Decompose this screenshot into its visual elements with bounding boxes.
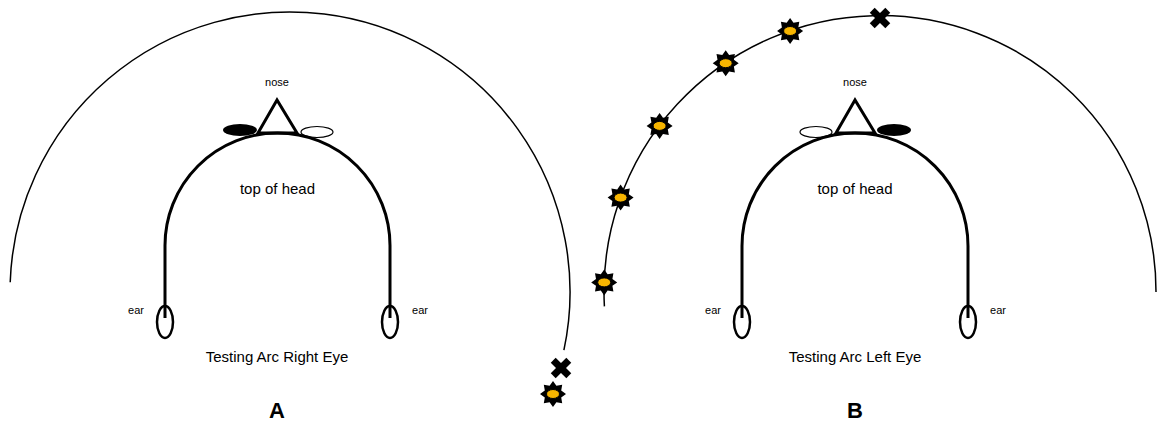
star-marker — [647, 113, 673, 139]
head-outline-path — [742, 133, 968, 318]
nose-label: nose — [843, 76, 867, 88]
panel-letter: A — [269, 399, 285, 423]
cross-marker — [870, 8, 891, 29]
covered-eye — [877, 124, 911, 136]
arc-caption: Testing Arc Left Eye — [789, 349, 922, 366]
head-label: top of head — [165, 180, 390, 197]
head-outline-path — [165, 133, 390, 318]
nose-label: nose — [265, 76, 289, 88]
cross-marker — [551, 358, 572, 379]
covered-eye — [223, 124, 257, 136]
nose-symbol — [258, 100, 297, 133]
head-shape — [165, 133, 390, 318]
star-marker — [777, 18, 803, 44]
head-outline: top of head — [742, 133, 968, 318]
testing-arc — [10, 12, 570, 350]
panel-letter: B — [847, 399, 863, 423]
head-label: top of head — [742, 180, 968, 197]
star-marker — [591, 269, 617, 295]
ear-label: ear — [128, 304, 144, 316]
head-shape — [742, 133, 968, 318]
testing-arc — [604, 16, 1156, 307]
ear-label: ear — [705, 304, 721, 316]
star-marker — [608, 185, 634, 211]
nose-symbol — [836, 100, 875, 133]
ear-label: ear — [990, 304, 1006, 316]
head-outline: top of head — [165, 133, 390, 318]
star-marker — [540, 381, 566, 407]
arc-caption: Testing Arc Right Eye — [206, 349, 349, 366]
ear-label: ear — [412, 304, 428, 316]
star-marker — [713, 50, 739, 76]
